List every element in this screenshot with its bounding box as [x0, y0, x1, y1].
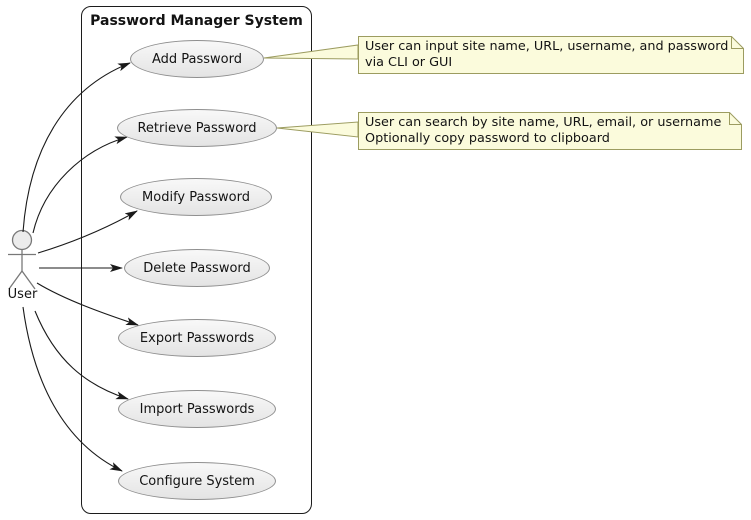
association-arrow-configure-system — [22, 306, 123, 472]
usecase-export-passwords: Export Passwords — [118, 319, 276, 357]
note-fold-icon — [731, 36, 744, 49]
note-add-password: User can input site name, URL, username,… — [358, 36, 744, 74]
association-arrow-add-password — [22, 62, 131, 233]
note-connector-add-password — [263, 44, 359, 60]
usecase-modify-password: Modify Password — [120, 178, 272, 216]
note-line: via CLI or GUI — [365, 55, 453, 70]
association-arrow-export-passwords — [36, 282, 139, 326]
note-text: User can input site name, URL, username,… — [358, 36, 744, 71]
association-arrow-retrieve-password — [32, 136, 128, 234]
usecase-delete-password: Delete Password — [124, 249, 270, 287]
usecase-retrieve-password: Retrieve Password — [117, 109, 277, 147]
usecase-import-passwords: Import Passwords — [118, 390, 276, 428]
association-arrow-modify-password — [37, 210, 138, 254]
note-connector-retrieve-password — [276, 121, 359, 138]
note-background — [358, 112, 742, 150]
usecase-add-password: Add Password — [130, 40, 264, 78]
usecase-label: Add Password — [151, 51, 243, 67]
note-line: User can input site name, URL, username,… — [365, 39, 729, 54]
note-text: User can search by site name, URL, email… — [358, 112, 742, 147]
usecase-label: Import Passwords — [139, 401, 255, 417]
usecase-label: Delete Password — [143, 260, 251, 276]
note-retrieve-password: User can search by site name, URL, email… — [358, 112, 742, 150]
usecase-label: Modify Password — [142, 189, 250, 205]
actor-icon — [8, 229, 36, 290]
usecase-configure-system: Configure System — [118, 462, 276, 500]
usecase-label: Export Passwords — [139, 330, 255, 346]
note-line: Optionally copy password to clipboard — [365, 131, 610, 146]
note-line: User can search by site name, URL, email… — [365, 115, 722, 130]
actor-label: User — [7, 287, 38, 302]
system-title: Password Manager System — [90, 13, 303, 29]
usecase-label: Retrieve Password — [137, 120, 257, 136]
note-fold-icon — [729, 112, 742, 125]
association-arrow-import-passwords — [34, 310, 129, 400]
system-boundary: Password Manager System — [81, 6, 312, 514]
usecase-label: Configure System — [139, 473, 255, 489]
note-background — [358, 36, 744, 74]
